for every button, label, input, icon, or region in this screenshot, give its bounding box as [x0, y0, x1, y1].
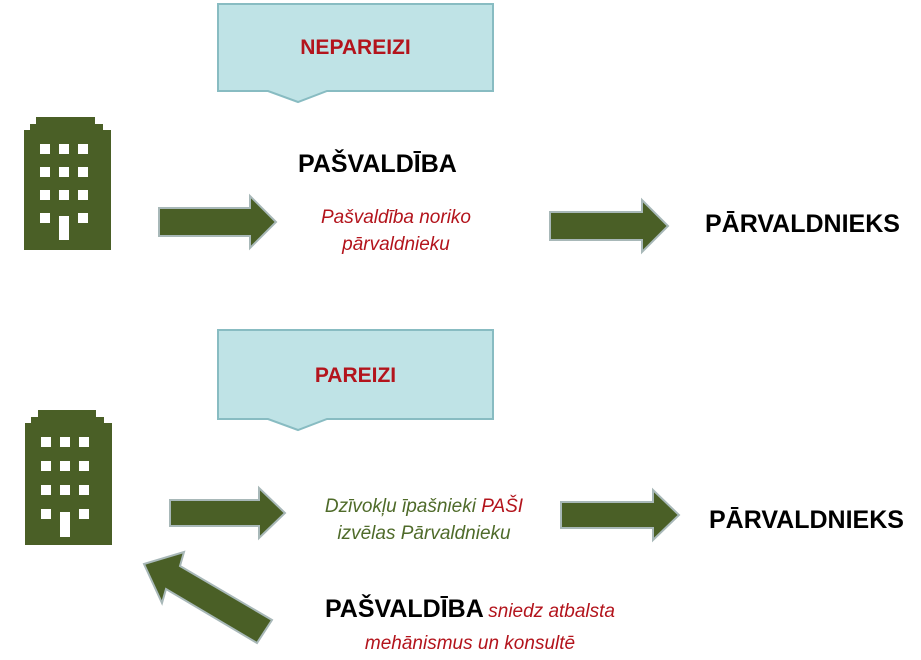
owners-note-emphasis: PAŠI: [481, 496, 524, 517]
municipality-note: Pašvaldība noriko pārvaldnieku: [321, 207, 471, 255]
callout-incorrect: [217, 3, 494, 104]
callout-correct: [217, 329, 494, 432]
owners-note-subject: Dzīvokļu īpašnieki: [324, 496, 476, 517]
support-title: PAŠVALDĪBA: [324, 595, 484, 623]
arrow-right-icon: [158, 193, 278, 251]
owners-note: Dzīvokļu īpašnieki PAŠI izvēlas Pārvaldn…: [300, 493, 548, 547]
support-note: PAŠVALDĪBA sniedz atbalsta mehānismus un…: [305, 594, 635, 660]
municipality-title: PAŠVALDĪBA: [298, 150, 457, 178]
label-incorrect: NEPAREIZI: [300, 36, 411, 59]
building-icon: [24, 117, 111, 250]
arrow-right-icon: [560, 487, 681, 543]
label-correct: PAREIZI: [314, 364, 397, 387]
arrow-right-icon: [169, 485, 287, 541]
manager-target: PĀRVALDNIEKS: [709, 506, 904, 534]
arrow-up-left-icon: [142, 550, 274, 645]
building-icon: [25, 410, 112, 545]
arrow-right-icon: [549, 197, 670, 255]
manager-target: PĀRVALDNIEKS: [705, 210, 900, 238]
owners-note-action: izvēlas Pārvaldnieku: [337, 523, 511, 544]
support-text: sniedz atbalsta mehānismus un konsultē: [364, 601, 615, 654]
